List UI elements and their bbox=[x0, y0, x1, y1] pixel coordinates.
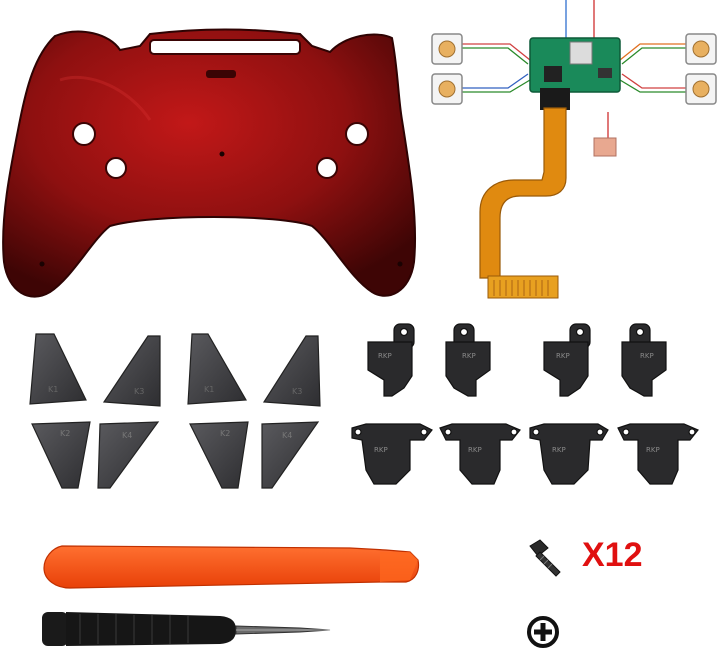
top-slot bbox=[149, 39, 301, 55]
button-label: RKP bbox=[646, 446, 660, 454]
tactile-switch bbox=[685, 33, 717, 65]
button-label: RKP bbox=[552, 446, 566, 454]
paddle-label: K1 bbox=[48, 385, 58, 394]
button-housing: RKP bbox=[617, 423, 699, 485]
paddle-label: K2 bbox=[60, 429, 70, 438]
paddle-k4: K4 bbox=[261, 421, 320, 489]
paddle-k3: K3 bbox=[102, 335, 161, 407]
shell-hole bbox=[345, 122, 369, 146]
paddle-label: K4 bbox=[282, 431, 292, 440]
paddle-k2: K2 bbox=[31, 421, 91, 489]
button-label: RKP bbox=[556, 352, 570, 360]
button-housing: RKP bbox=[529, 423, 609, 485]
button-housing: RKP bbox=[621, 323, 667, 397]
screw-icon bbox=[529, 539, 561, 577]
tactile-switch bbox=[431, 33, 463, 65]
paddle-k2: K2 bbox=[189, 421, 249, 489]
button-housing: RKP bbox=[445, 323, 491, 397]
button-label: RKP bbox=[462, 352, 476, 360]
paddle-k1: K1 bbox=[29, 333, 87, 405]
button-label: RKP bbox=[640, 352, 654, 360]
screw-quantity-label: X12 bbox=[582, 536, 643, 574]
paddle-label: K3 bbox=[292, 387, 302, 396]
tactile-switch bbox=[431, 73, 463, 105]
remap-pcb-module bbox=[431, 0, 717, 299]
button-housing: RKP bbox=[351, 423, 433, 485]
paddle-k4: K4 bbox=[97, 421, 160, 489]
button-housing: RKP bbox=[543, 323, 591, 397]
tactile-switch bbox=[685, 73, 717, 105]
button-label: RKP bbox=[378, 352, 392, 360]
paddle-set: K1 K3 K1 K3 K2 K4 K2 K4 bbox=[29, 333, 321, 489]
paddle-k1: K1 bbox=[187, 333, 247, 405]
pry-tool bbox=[43, 545, 420, 589]
copper-pad bbox=[593, 137, 617, 157]
shell-hole bbox=[72, 122, 96, 146]
screwdriver bbox=[42, 612, 331, 646]
phillips-cross-icon bbox=[527, 616, 559, 648]
button-housing-set: RKP RKP RKP RKP bbox=[367, 323, 667, 397]
flex-cable bbox=[479, 107, 567, 279]
paddle-k3: K3 bbox=[262, 335, 321, 407]
shell-hole bbox=[316, 157, 338, 179]
paddle-label: K1 bbox=[204, 385, 214, 394]
button-housing: RKP bbox=[439, 423, 521, 485]
button-housing: RKP bbox=[367, 323, 415, 397]
button-housing-set: RKP RKP RKP RKP bbox=[351, 423, 699, 485]
button-label: RKP bbox=[374, 446, 388, 454]
paddle-label: K3 bbox=[134, 387, 144, 396]
button-label: RKP bbox=[468, 446, 482, 454]
shell-hole bbox=[105, 157, 127, 179]
paddle-label: K2 bbox=[220, 429, 230, 438]
paddle-label: K4 bbox=[122, 431, 132, 440]
controller-back-shell bbox=[2, 28, 417, 298]
